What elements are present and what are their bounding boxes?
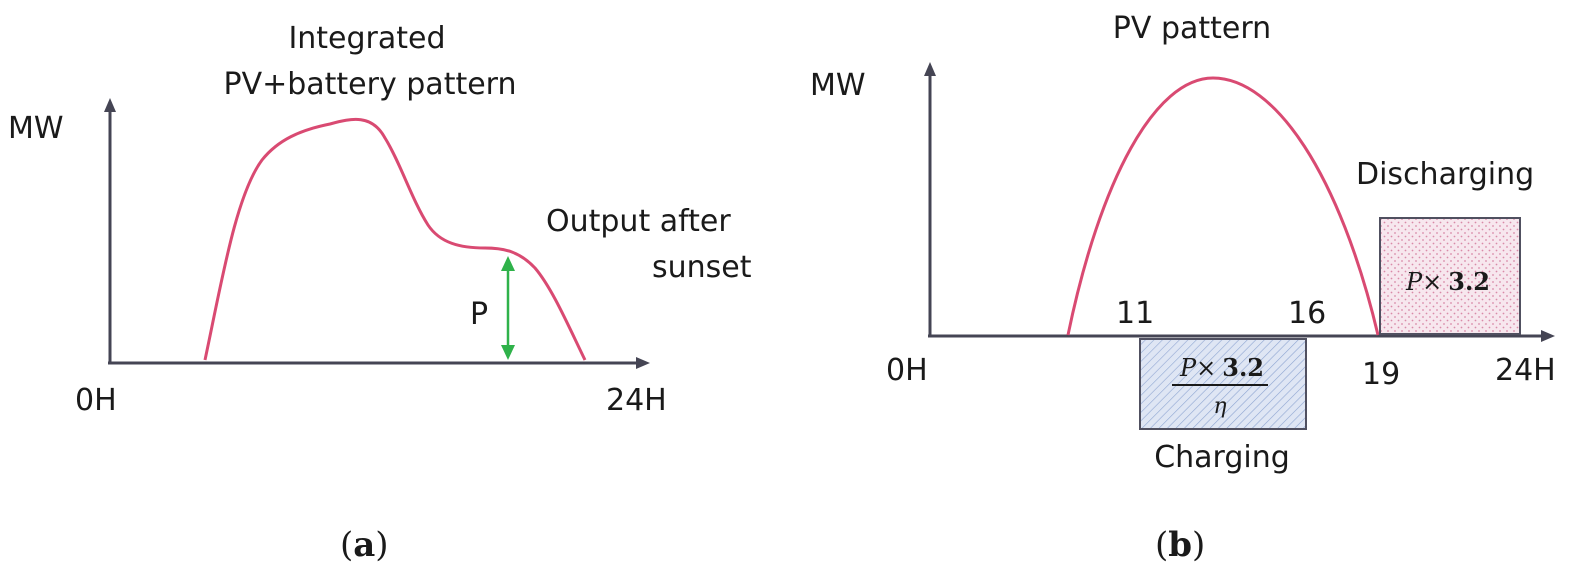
panel-b-charging-numerator: P×3.2 xyxy=(1179,353,1264,382)
panel-b-caption-letter: b xyxy=(1168,525,1192,565)
panel-a-x-axis-arrowhead xyxy=(636,357,650,369)
panel-a-y-axis-arrowhead xyxy=(104,98,116,112)
panel-b-charging-numerator-var: P xyxy=(1179,354,1197,382)
panel-b-caption-open: ( xyxy=(1155,525,1168,565)
panel-a-caption-open: ( xyxy=(340,525,353,565)
panel-b-charging-numerator-op: × xyxy=(1196,354,1216,382)
panel-a-p-arrow-head-top xyxy=(501,256,515,271)
panel-a-integrated-curve xyxy=(203,117,587,361)
panel-b: PV pattern MW 0H 24H 11 16 19 Dischargin… xyxy=(810,11,1556,565)
panel-b-discharging-label: Discharging xyxy=(1356,157,1534,192)
panel-a-p-label: P xyxy=(470,297,488,332)
panel-b-discharging-formula-num: 3.2 xyxy=(1448,267,1490,296)
panel-a-title-line2: PV+battery pattern xyxy=(223,67,516,102)
panel-a-annotation-line2: sunset xyxy=(652,250,752,285)
panel-a-caption-close: ) xyxy=(375,525,388,565)
panel-b-charging-numerator-num: 3.2 xyxy=(1222,353,1264,382)
panel-b-caption: (b) xyxy=(1155,525,1205,565)
panel-b-tick-19: 19 xyxy=(1362,357,1400,392)
panel-b-discharging-formula-var: P xyxy=(1405,268,1423,296)
panel-a-x-start-label: 0H xyxy=(75,383,117,418)
panel-b-charging-denominator: η xyxy=(1213,394,1226,419)
panel-b-tick-11: 11 xyxy=(1116,296,1154,331)
panel-a-caption: (a) xyxy=(340,525,389,565)
panel-b-discharging-box xyxy=(1379,217,1521,335)
panel-a-p-arrow-head-bottom xyxy=(501,345,515,360)
panel-b-caption-close: ) xyxy=(1192,525,1205,565)
panel-b-y-axis-arrowhead xyxy=(924,62,936,76)
panel-b-title: PV pattern xyxy=(1113,11,1271,46)
panel-b-pv-curve xyxy=(1066,76,1380,336)
panel-b-x-axis-arrowhead xyxy=(1541,330,1555,342)
panel-b-tick-16: 16 xyxy=(1288,296,1326,331)
panel-a-title-line1: Integrated xyxy=(288,21,445,56)
panel-b-y-axis-label: MW xyxy=(810,68,866,103)
panel-b-x-end-label: 24H xyxy=(1495,353,1556,388)
panel-a: Integrated PV+battery pattern MW 0H 24H … xyxy=(8,21,752,565)
panel-b-discharging-formula-op: × xyxy=(1422,268,1442,296)
panel-a-caption-letter: a xyxy=(353,525,375,565)
panel-b-x-start-label: 0H xyxy=(886,353,928,388)
panel-a-y-axis-label: MW xyxy=(8,111,64,146)
panel-a-annotation-line1: Output after xyxy=(546,204,731,239)
panel-b-discharging-formula: P×3.2 xyxy=(1405,267,1490,296)
panel-a-x-end-label: 24H xyxy=(606,383,667,418)
panel-b-charging-label: Charging xyxy=(1154,440,1290,475)
